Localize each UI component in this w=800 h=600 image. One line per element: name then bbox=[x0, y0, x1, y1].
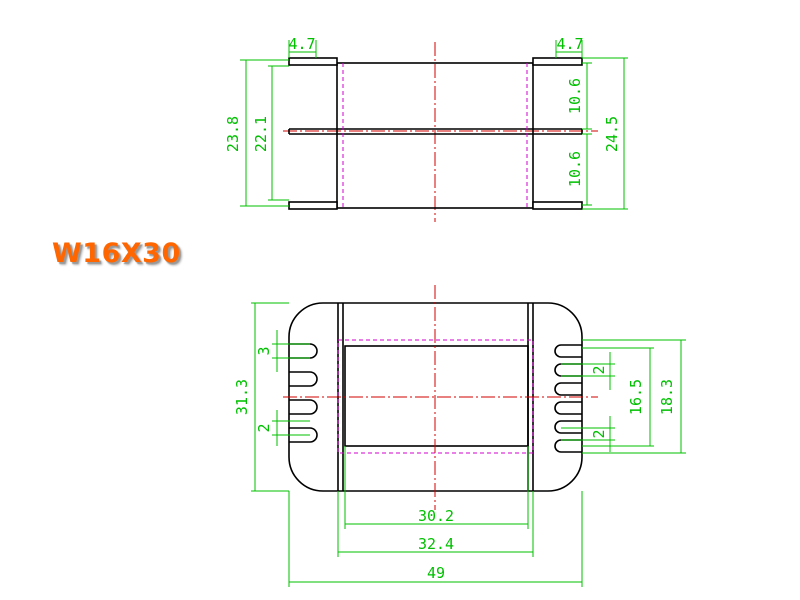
dim-top-left-flange: 4.7 bbox=[288, 35, 315, 53]
front-view-left-slots bbox=[289, 343, 318, 443]
dim-front-right-outer: 18.3 bbox=[658, 379, 676, 415]
slot-outline bbox=[554, 344, 582, 358]
top-view-flange-top-left bbox=[288, 57, 338, 66]
slot-outline bbox=[554, 382, 582, 396]
dim-top-overall-height: 23.8 bbox=[224, 116, 242, 152]
top-view-flange-bottom-right bbox=[532, 201, 583, 210]
slot-outline bbox=[289, 427, 318, 443]
dim-top-inner-height: 22.1 bbox=[252, 116, 270, 152]
dim-front-inner-width: 30.2 bbox=[418, 507, 454, 525]
front-view: 31.3 3 2 2 2 16.5 18.3 30 bbox=[233, 285, 686, 587]
dim-front-right-slot-width-top: 2 bbox=[590, 365, 608, 374]
dim-front-mid-width: 32.4 bbox=[418, 535, 454, 553]
dim-front-overall-height: 31.3 bbox=[233, 379, 251, 415]
slot-outline bbox=[554, 420, 582, 434]
top-view-flange-bottom-left bbox=[288, 201, 338, 210]
top-view-flange-top-right bbox=[532, 57, 583, 66]
slot-outline bbox=[554, 363, 582, 377]
slot-outline bbox=[289, 343, 318, 359]
front-view-right-slots bbox=[554, 344, 582, 453]
slot-outline bbox=[289, 371, 318, 387]
dim-front-overall-width: 49 bbox=[427, 564, 445, 582]
dim-top-right-height: 24.5 bbox=[603, 116, 621, 152]
dim-front-left-slot-pitch: 3 bbox=[255, 346, 273, 355]
dim-front-left-slot-width: 2 bbox=[255, 423, 273, 432]
slot-outline bbox=[554, 401, 582, 415]
dim-top-right-flange: 4.7 bbox=[556, 35, 583, 53]
slot-outline bbox=[289, 399, 318, 415]
dim-top-upper-right: 10.6 bbox=[566, 78, 584, 114]
top-view: 4.7 4.7 23.8 22.1 10.6 10.6 24.5 bbox=[224, 35, 628, 222]
dim-top-lower-right: 10.6 bbox=[566, 151, 584, 187]
part-title: W16X30 bbox=[52, 238, 181, 269]
dim-front-right-slot-width-bottom: 2 bbox=[590, 429, 608, 438]
front-view-core-window bbox=[344, 345, 529, 447]
dim-front-right-inner: 16.5 bbox=[627, 379, 645, 415]
top-view-body bbox=[336, 62, 534, 209]
slot-outline bbox=[554, 439, 582, 453]
